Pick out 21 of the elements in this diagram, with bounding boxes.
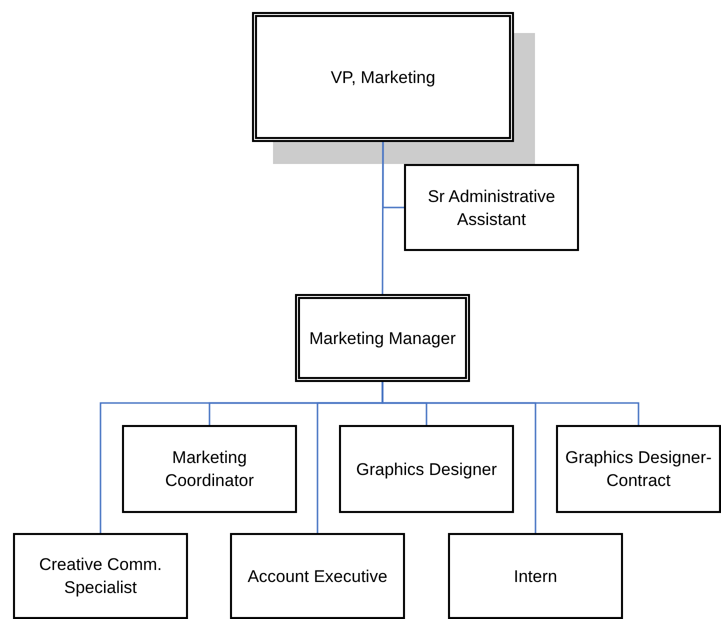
connector-line bbox=[382, 142, 384, 294]
position-title: Marketing Coordinator bbox=[164, 447, 255, 492]
position-title: Graphics Designer bbox=[355, 458, 498, 480]
connector-line bbox=[382, 382, 536, 533]
position-box bbox=[404, 164, 579, 251]
position-box bbox=[448, 533, 623, 619]
position-box bbox=[252, 12, 514, 142]
position-box bbox=[556, 425, 721, 513]
position-box bbox=[295, 294, 470, 382]
position-title: VP, Marketing bbox=[330, 66, 436, 88]
position-title: Intern bbox=[512, 566, 558, 588]
position-box bbox=[13, 533, 188, 619]
connector-line bbox=[382, 142, 404, 208]
position-title: Account Executive bbox=[246, 566, 388, 588]
position-box bbox=[230, 533, 405, 619]
position-box bbox=[122, 425, 297, 513]
position-title: Marketing Manager bbox=[308, 328, 457, 350]
position-box bbox=[339, 425, 514, 513]
position-title: Creative Comm. Specialist bbox=[38, 554, 163, 599]
position-title: Sr Administrative Assistant bbox=[426, 186, 556, 230]
position-title: Graphics Designer- Contract bbox=[564, 447, 713, 492]
